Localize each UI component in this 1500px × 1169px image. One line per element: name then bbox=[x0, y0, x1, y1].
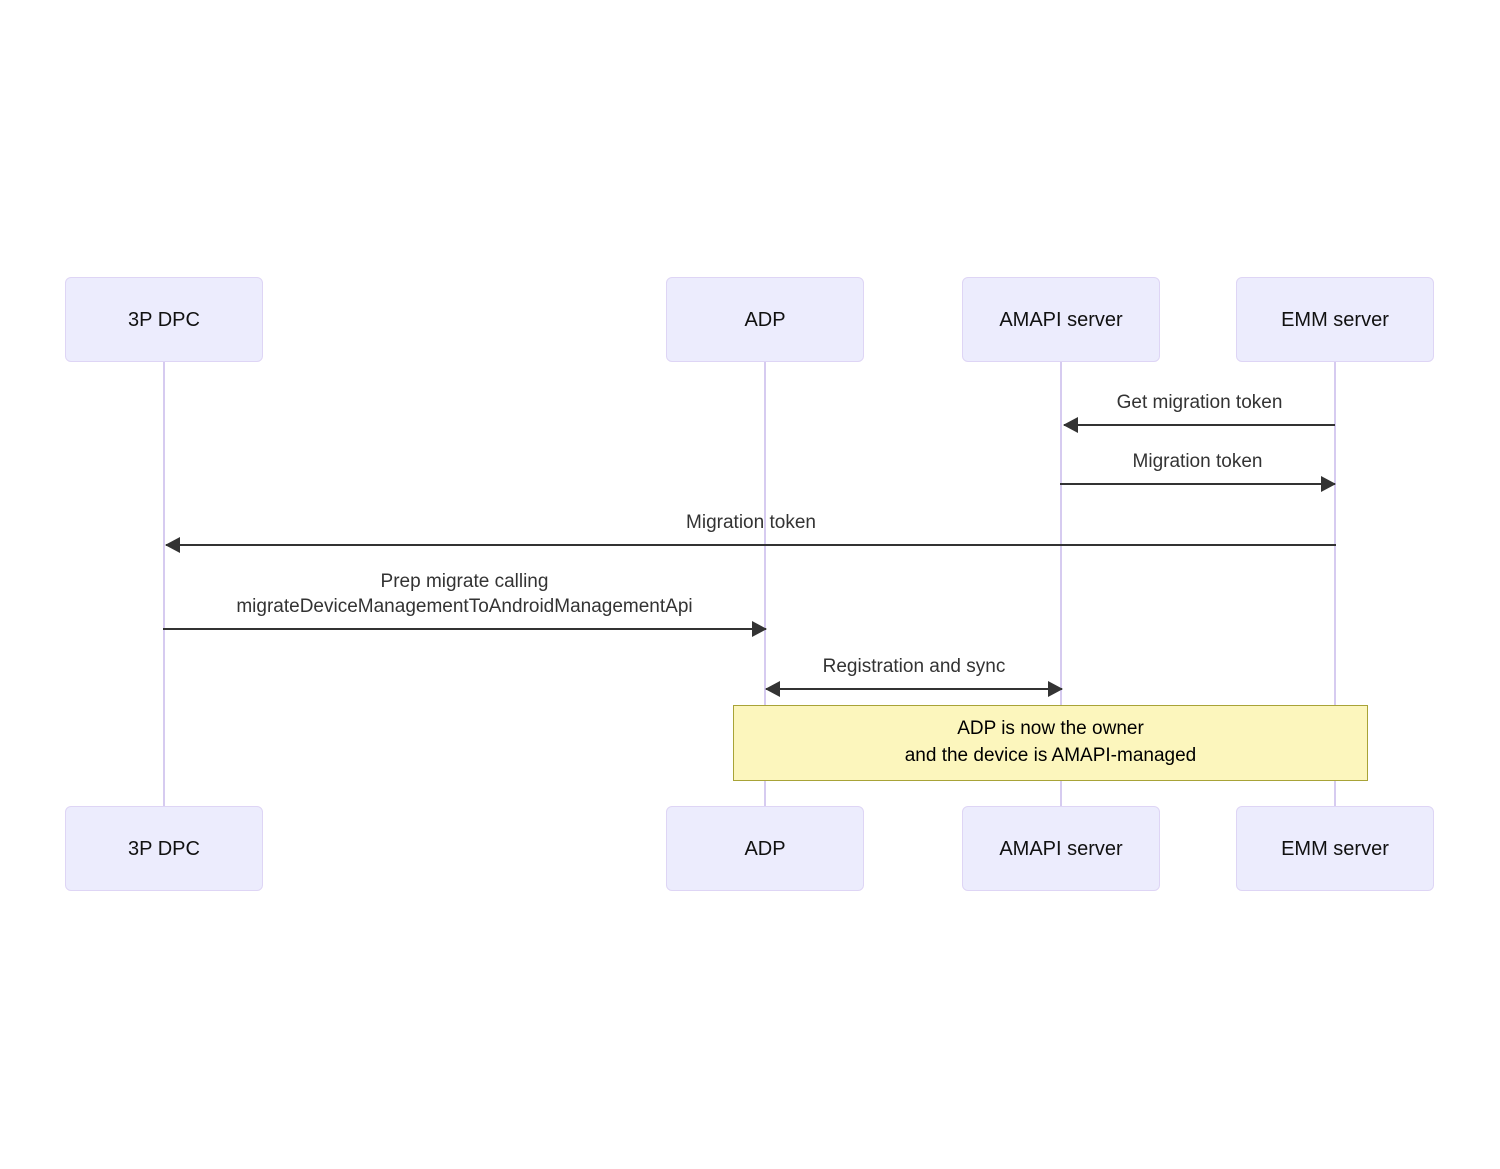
participant-box-3p-dpc-top[interactable]: 3P DPC bbox=[65, 277, 263, 362]
arrowhead-left-icon bbox=[765, 681, 780, 697]
participant-box-adp-top[interactable]: ADP bbox=[666, 277, 864, 362]
message-line bbox=[1060, 483, 1335, 485]
message-label-migration-token-emm-to-dpc: Migration token bbox=[686, 511, 816, 533]
participant-label-emm-server-bottom: EMM server bbox=[1281, 837, 1389, 860]
participant-box-emm-server-top[interactable]: EMM server bbox=[1236, 277, 1434, 362]
participant-label-adp-bottom: ADP bbox=[744, 837, 786, 860]
arrowhead-right-icon bbox=[1321, 476, 1336, 492]
participant-label-amapi-server-bottom: AMAPI server bbox=[999, 837, 1123, 860]
message-label-registration-and-sync: Registration and sync bbox=[822, 655, 1006, 677]
participant-label-3p-dpc-bottom: 3P DPC bbox=[128, 837, 200, 860]
participant-box-adp-bottom[interactable]: ADP bbox=[666, 806, 864, 891]
arrowhead-right-icon bbox=[752, 621, 767, 637]
lifeline-emm-server bbox=[1334, 362, 1336, 806]
participant-label-amapi-server-top: AMAPI server bbox=[999, 308, 1123, 331]
arrowhead-left-icon bbox=[1063, 417, 1078, 433]
arrowhead-left-icon bbox=[165, 537, 180, 553]
lifeline-3p-dpc bbox=[163, 362, 165, 806]
arrowhead-right-icon bbox=[1048, 681, 1063, 697]
message-label-prep-migrate: Prep migrate calling migrateDeviceManage… bbox=[236, 570, 693, 617]
message-label-migration-token-amapi-to-emm: Migration token bbox=[1132, 450, 1263, 472]
participant-label-emm-server-top: EMM server bbox=[1281, 308, 1389, 331]
message-line bbox=[766, 688, 1062, 690]
participant-box-3p-dpc-bottom[interactable]: 3P DPC bbox=[65, 806, 263, 891]
participant-box-emm-server-bottom[interactable]: EMM server bbox=[1236, 806, 1434, 891]
note-text: ADP is now the owner and the device is A… bbox=[904, 718, 1197, 766]
message-line bbox=[166, 544, 1336, 546]
participant-label-3p-dpc-top: 3P DPC bbox=[128, 308, 200, 331]
message-line bbox=[163, 628, 766, 630]
participant-box-amapi-server-bottom[interactable]: AMAPI server bbox=[962, 806, 1160, 891]
message-label-get-migration-token: Get migration token bbox=[1116, 391, 1283, 413]
lifeline-adp bbox=[764, 362, 766, 806]
message-line bbox=[1064, 424, 1335, 426]
lifeline-amapi-server bbox=[1060, 362, 1062, 806]
participant-label-adp-top: ADP bbox=[744, 308, 786, 331]
note-adp-owner: ADP is now the owner and the device is A… bbox=[733, 705, 1368, 781]
participant-box-amapi-server-top[interactable]: AMAPI server bbox=[962, 277, 1160, 362]
